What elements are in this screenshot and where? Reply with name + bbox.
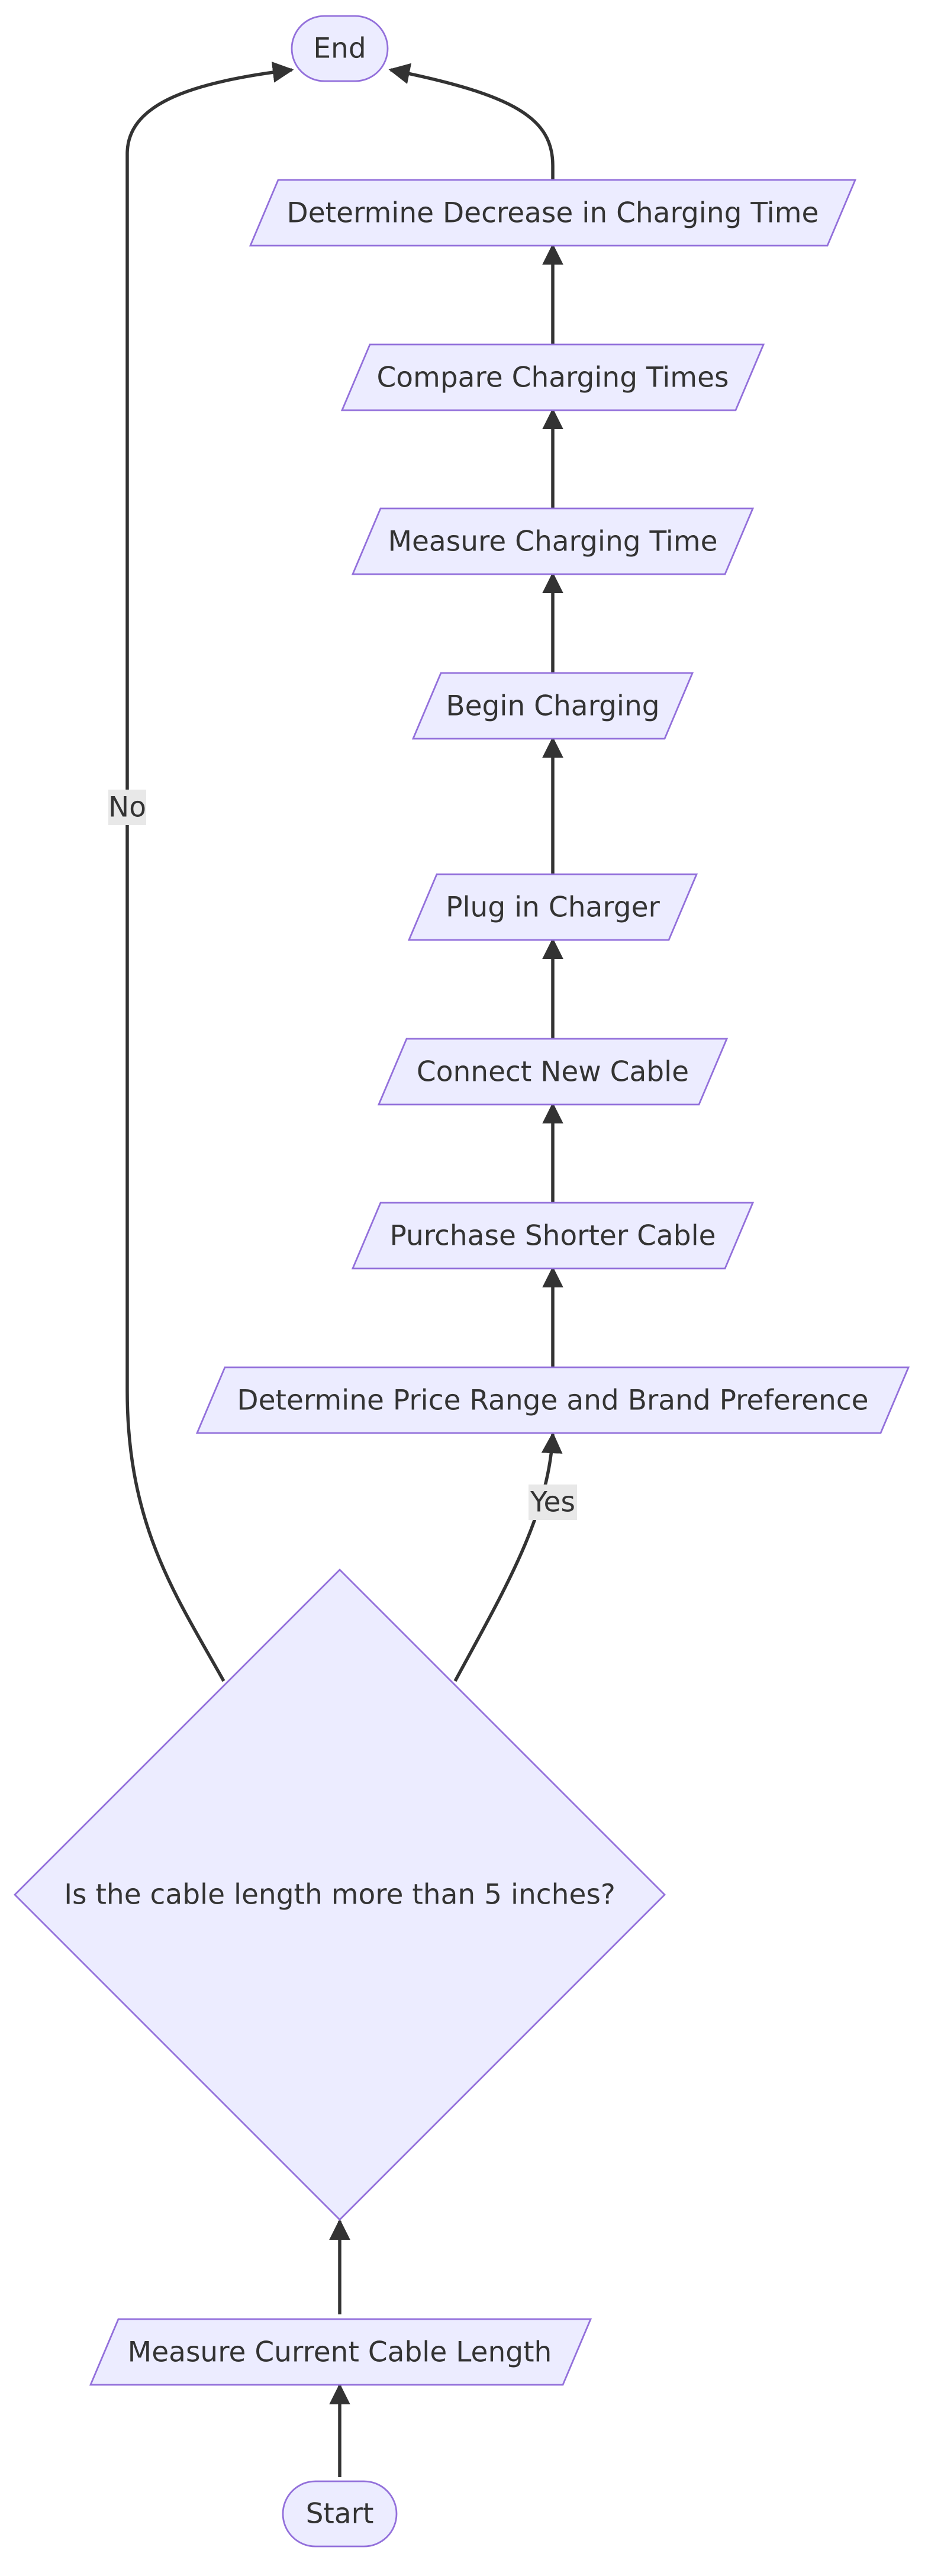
- no-edge-label: No: [108, 790, 146, 825]
- start-label: Start: [306, 2498, 374, 2530]
- plug-in-label: Plug in Charger: [446, 891, 660, 924]
- yes-edge-label: Yes: [529, 1485, 577, 1520]
- plug-in-node: Plug in Charger: [407, 873, 698, 941]
- edge-labels: Yes No: [108, 790, 577, 1520]
- measure-time-label: Measure Charging Time: [388, 526, 717, 558]
- decision-node: Is the cable length more than 5 inches?: [14, 1569, 666, 2221]
- measure-length-label: Measure Current Cable Length: [128, 2336, 552, 2369]
- purchase-cable-node: Purchase Shorter Cable: [351, 1202, 755, 1270]
- connect-cable-node: Connect New Cable: [377, 1038, 729, 1106]
- no-label-text: No: [108, 791, 146, 824]
- determine-decrease-node: Determine Decrease in Charging Time: [249, 179, 857, 247]
- connect-cable-label: Connect New Cable: [417, 1056, 689, 1089]
- compare-times-node: Compare Charging Times: [340, 343, 765, 411]
- compare-times-label: Compare Charging Times: [376, 362, 729, 394]
- yes-label-text: Yes: [530, 1486, 575, 1519]
- purchase-cable-label: Purchase Shorter Cable: [389, 1220, 716, 1252]
- edge-determine-to-end: [388, 63, 555, 180]
- measure-length-node: Measure Current Cable Length: [89, 2318, 592, 2386]
- measure-time-node: Measure Charging Time: [351, 507, 755, 575]
- begin-charging-node: Begin Charging: [411, 672, 694, 740]
- start-node: Start: [282, 2480, 398, 2548]
- edge-decision-yes: [453, 1432, 563, 1682]
- end-node: End: [291, 15, 389, 82]
- begin-charging-label: Begin Charging: [446, 690, 659, 723]
- edges: [125, 62, 563, 2477]
- end-label: End: [313, 33, 366, 65]
- decision-label: Is the cable length more than 5 inches?: [64, 1879, 616, 1911]
- edge-decision-no: [125, 62, 294, 1682]
- price-range-node: Determine Price Range and Brand Preferen…: [195, 1366, 910, 1434]
- determine-decrease-label: Determine Decrease in Charging Time: [287, 197, 819, 230]
- nodes: End Determine Decrease in Charging Time …: [14, 15, 910, 2548]
- price-range-label: Determine Price Range and Brand Preferen…: [237, 1384, 868, 1417]
